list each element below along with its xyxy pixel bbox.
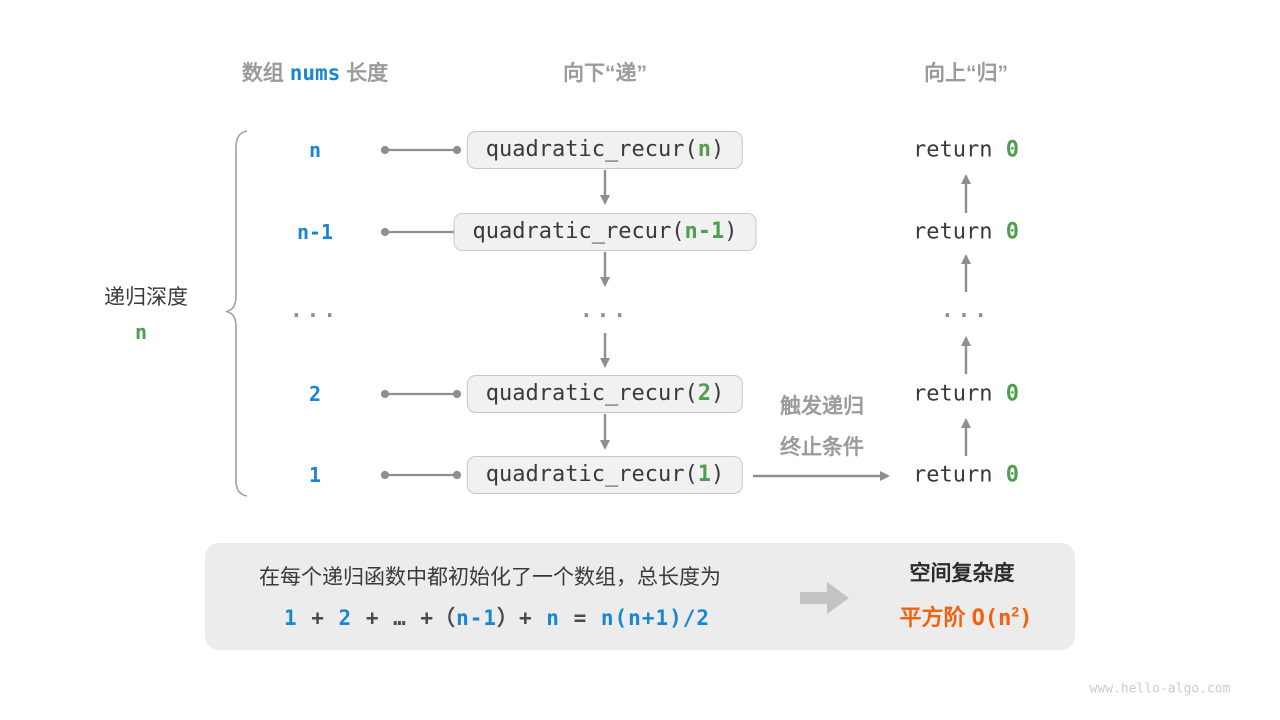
array-name-code: nums <box>289 61 341 85</box>
call-suffix: ) <box>710 381 725 406</box>
return-value: 0 <box>1005 219 1019 245</box>
formula-operator: ）+ <box>497 606 547 630</box>
header-return-up: 向上“归” <box>924 62 1008 85</box>
formula-operator: = <box>559 606 601 630</box>
call-arg: 2 <box>697 381 711 406</box>
depth-brace <box>225 130 248 497</box>
space-complexity-label: 空间复杂度 <box>909 562 1015 585</box>
formula-operator: + <box>297 606 339 630</box>
call-suffix: ) <box>724 219 738 244</box>
formula-result: n(n+1)/2 <box>600 606 711 630</box>
ellipsis-left: ... <box>290 298 340 322</box>
call-prefix: quadratic_recur( <box>485 137 698 162</box>
base-case-note-line2: 终止条件 <box>780 436 864 459</box>
return-value: 0 <box>1005 137 1019 163</box>
depth-value: n <box>134 320 148 344</box>
big-o-close: ) <box>1019 606 1033 631</box>
call-arg: 1 <box>697 462 711 487</box>
call-box: quadratic_recur(2) <box>466 375 744 413</box>
space-complexity-value: 平方阶 O(n2) <box>900 600 1033 632</box>
return-keyword: return <box>913 462 1006 488</box>
call-arg: n <box>697 137 711 162</box>
return-statement: return 0 <box>913 382 1019 407</box>
watermark: www.hello-algo.com <box>1089 681 1231 697</box>
return-statement: return 0 <box>913 138 1019 163</box>
header-array-length: 数组 nums 长度 <box>242 57 388 87</box>
array-length-value: 2 <box>308 382 322 406</box>
big-o-notation: O(n <box>971 606 1012 631</box>
call-box: quadratic_recur(n) <box>466 131 744 169</box>
array-length-value: n <box>308 138 322 162</box>
formula-term: 2 <box>338 606 353 630</box>
ellipsis-middle: ... <box>580 298 630 322</box>
header-array-prefix: 数组 <box>241 62 290 85</box>
array-length-value: n-1 <box>296 220 334 244</box>
call-arg: n-1 <box>684 219 725 244</box>
formula-operator: + … +（ <box>352 606 457 630</box>
return-statement: return 0 <box>913 220 1019 245</box>
call-box: quadratic_recur(n-1) <box>453 213 757 251</box>
formula-term: n <box>546 606 560 630</box>
call-suffix: ) <box>710 462 725 487</box>
base-case-note: 触发递归 终止条件 <box>780 386 864 468</box>
return-keyword: return <box>913 381 1006 407</box>
return-statement: return 0 <box>913 463 1019 488</box>
call-prefix: quadratic_recur( <box>485 381 698 406</box>
summary-description: 在每个递归函数中都初始化了一个数组，总长度为 <box>259 566 721 589</box>
return-keyword: return <box>913 137 1006 163</box>
return-value: 0 <box>1005 462 1019 488</box>
header-recurse-down: 向下“递” <box>563 62 647 85</box>
formula-term: 1 <box>283 606 298 630</box>
call-suffix: ) <box>710 137 725 162</box>
header-array-suffix: 长度 <box>340 62 389 85</box>
call-prefix: quadratic_recur( <box>472 219 685 244</box>
call-prefix: quadratic_recur( <box>485 462 698 487</box>
formula-term: n-1 <box>456 606 497 630</box>
call-box: quadratic_recur(1) <box>466 456 744 494</box>
big-o-exponent: 2 <box>1011 603 1020 620</box>
total-length-formula: 1 + 2 + … +（n-1）+ n = n(n+1)/2 <box>284 602 710 632</box>
ellipsis-right: ... <box>941 298 991 322</box>
summary-panel <box>205 543 1075 650</box>
array-length-value: 1 <box>308 463 322 487</box>
connector-lines <box>380 145 462 480</box>
return-value: 0 <box>1005 381 1019 407</box>
return-keyword: return <box>913 219 1006 245</box>
base-case-note-line1: 触发递归 <box>780 395 864 418</box>
depth-label: 递归深度 <box>104 286 188 309</box>
complexity-order-name: 平方阶 <box>899 605 972 630</box>
